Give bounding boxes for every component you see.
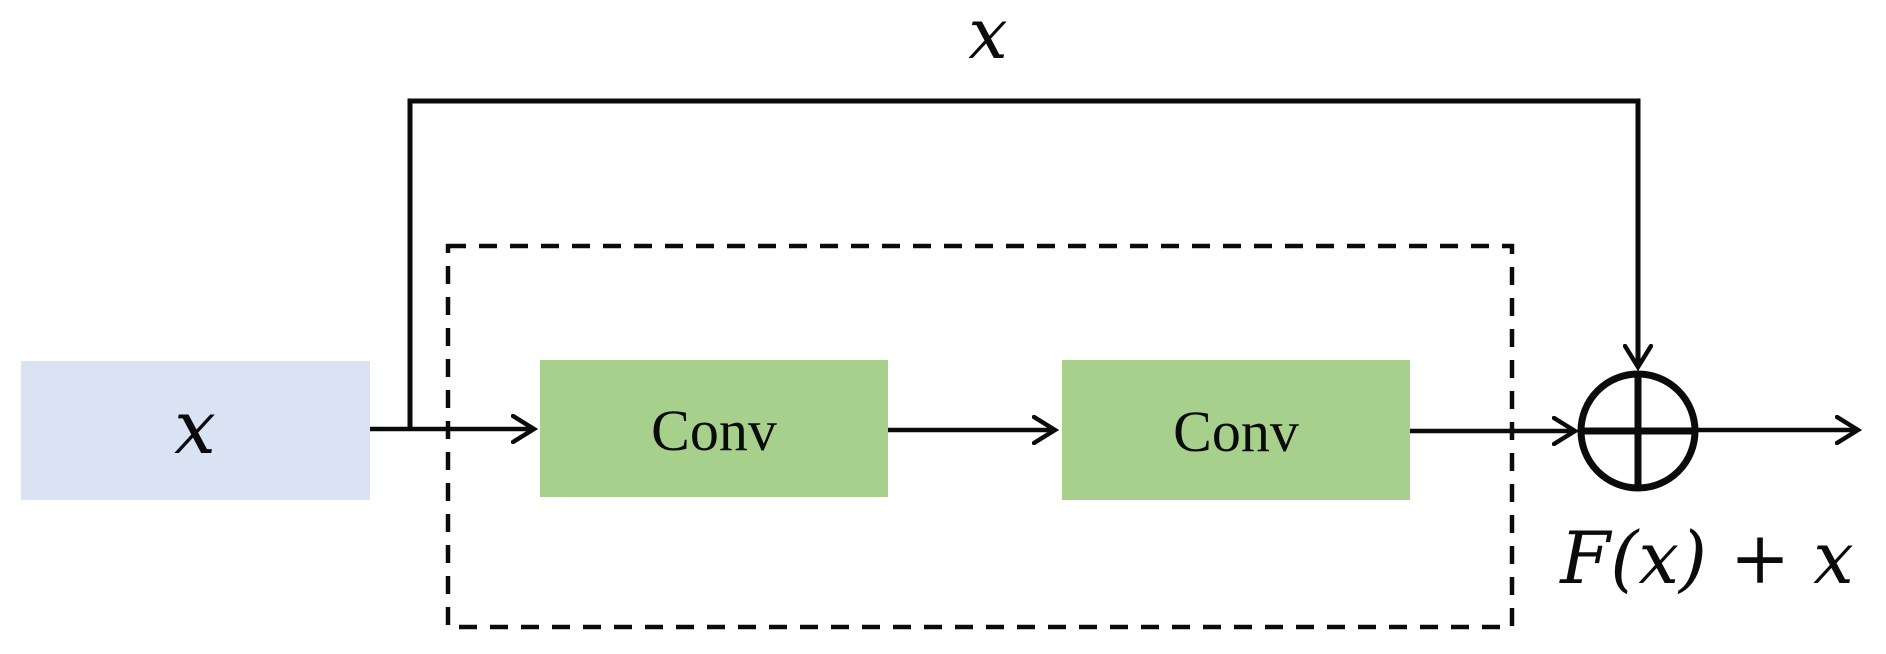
output-label: F(x) + x [1558, 516, 1853, 600]
conv1-label: Conv [651, 398, 777, 463]
conv2-box [1062, 360, 1410, 500]
input-box [21, 361, 370, 500]
skip-connection-label: x [968, 0, 1007, 75]
skip-connection-line [407, 98, 1638, 429]
conv1-box [540, 360, 888, 497]
residual-function-dashed-box [445, 243, 1515, 630]
conv2-label: Conv [1173, 399, 1299, 464]
input-box-label: x [174, 385, 216, 471]
add-operator-icon [1577, 370, 1699, 492]
